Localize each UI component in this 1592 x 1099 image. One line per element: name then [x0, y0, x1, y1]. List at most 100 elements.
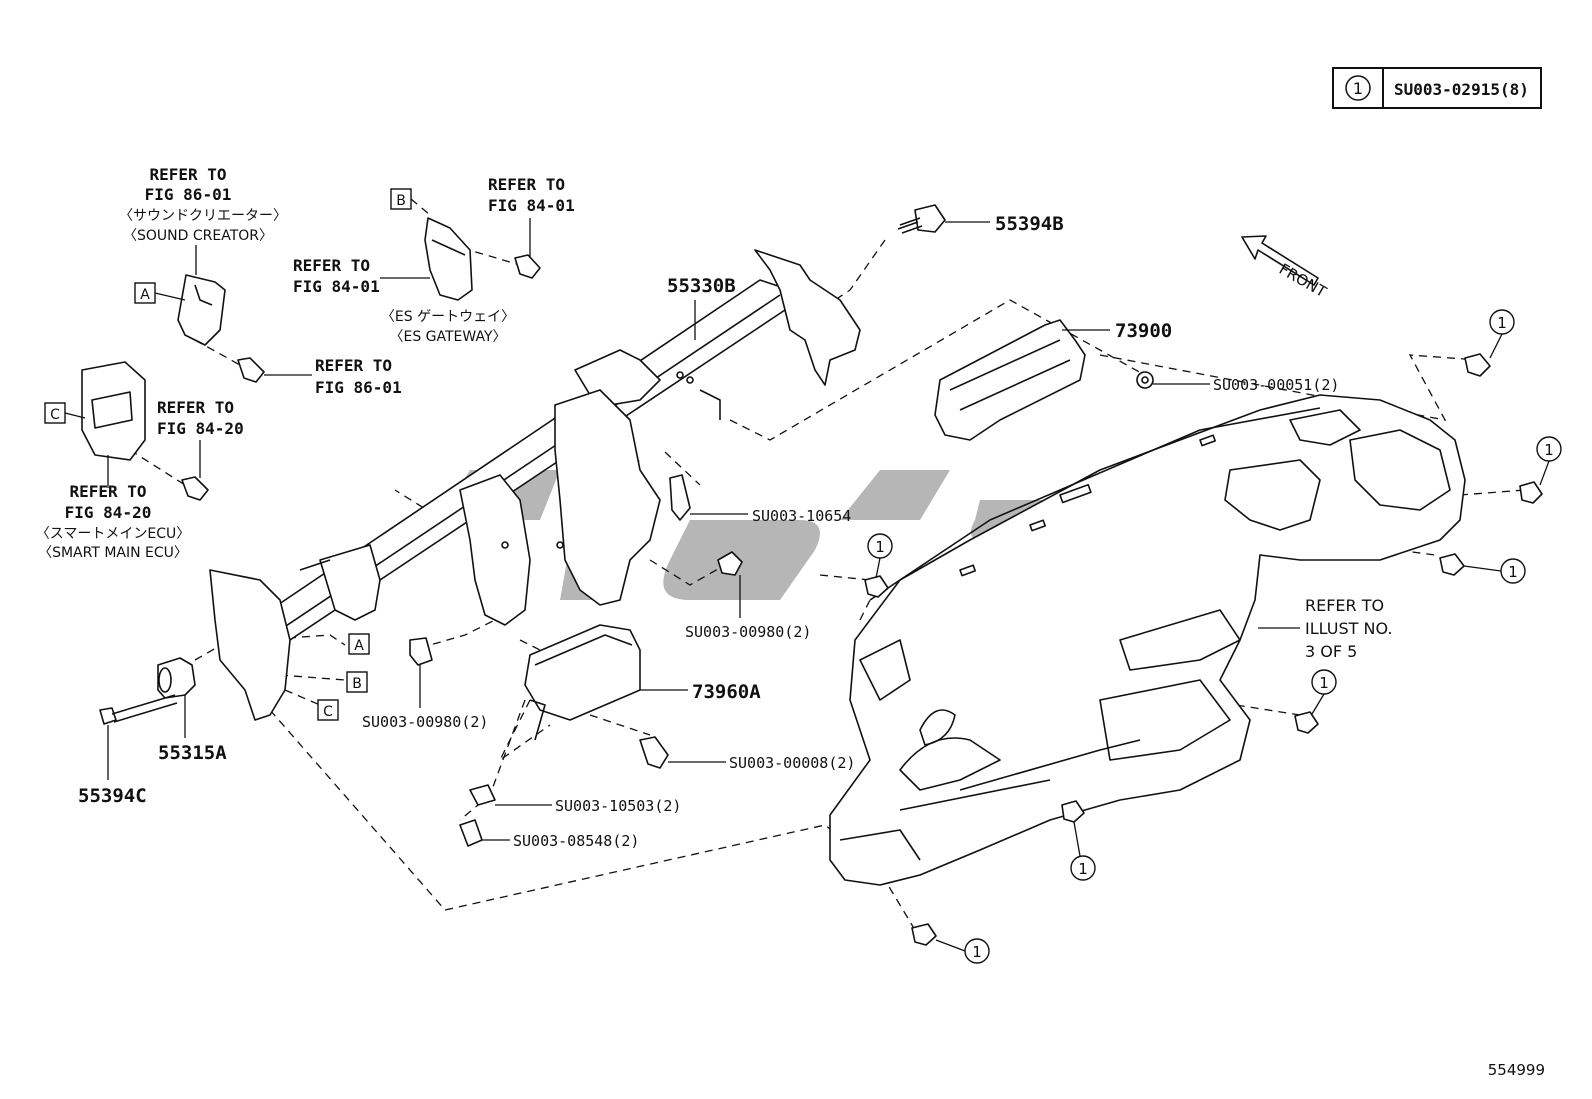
svg-text:〈ES GATEWAY〉: 〈ES GATEWAY〉 — [389, 329, 506, 345]
marker-1-right-mid: 1 — [1311, 669, 1337, 715]
sound-creator-bolt-reference: REFER TO FIG 86-01 — [264, 356, 402, 397]
nut-su00051 — [1136, 371, 1154, 389]
svg-text:FIG 84-20: FIG 84-20 — [157, 419, 244, 438]
svg-text:B: B — [396, 193, 406, 209]
smart-ecu-reference: REFER TO FIG 84-20 〈スマートメインECU〉 〈SMART M… — [36, 455, 190, 561]
svg-text:55315A: 55315A — [158, 742, 227, 764]
svg-text:REFER TO: REFER TO — [149, 165, 226, 184]
svg-text:55330B: 55330B — [667, 275, 736, 297]
svg-text:1: 1 — [875, 538, 885, 556]
svg-text:1: 1 — [972, 943, 982, 961]
bolt-55394c — [99, 694, 178, 725]
svg-text:FIG 84-01: FIG 84-01 — [488, 196, 575, 215]
callout-c-bracket: C — [317, 699, 339, 721]
svg-text:FIG 84-01: FIG 84-01 — [293, 277, 380, 296]
knee-airbag-73960a — [524, 624, 641, 741]
front-label: FRONT — [1276, 260, 1330, 302]
marker-1-left-panel: 1 — [867, 533, 893, 579]
front-arrow: FRONT — [1241, 235, 1330, 302]
svg-text:REFER TO: REFER TO — [1305, 596, 1384, 615]
bolt-su00008 — [639, 736, 669, 769]
sound-creator-reference: REFER TO FIG 86-01 〈サウンドクリエーター〉 〈SOUND C… — [119, 165, 287, 275]
svg-text:SU003-00980(2): SU003-00980(2) — [362, 713, 488, 731]
svg-text:SU003-08548(2): SU003-08548(2) — [513, 832, 639, 850]
svg-text:〈SMART MAIN ECU〉: 〈SMART MAIN ECU〉 — [38, 545, 188, 561]
svg-text:55394B: 55394B — [995, 213, 1064, 235]
clip-su10503 — [469, 784, 496, 806]
drawing-number: 554999 — [1488, 1061, 1545, 1079]
svg-text:SU003-10503(2): SU003-10503(2) — [555, 797, 681, 815]
svg-text:REFER TO: REFER TO — [488, 175, 565, 194]
svg-text:SU003-10654: SU003-10654 — [752, 507, 851, 525]
svg-text:1: 1 — [1497, 314, 1507, 332]
svg-text:B: B — [352, 676, 362, 692]
instrument-panel — [829, 394, 1466, 886]
svg-text:55394C: 55394C — [78, 785, 147, 807]
svg-text:REFER TO: REFER TO — [293, 256, 370, 275]
callout-b-top: B — [390, 188, 431, 216]
svg-text:1: 1 — [1544, 441, 1554, 459]
svg-text:SU003-00051(2): SU003-00051(2) — [1213, 376, 1339, 394]
marker-1-right-lower: 1 — [1463, 558, 1526, 584]
callout-a-bracket: A — [348, 633, 370, 655]
reinforcement-beam-55330b — [209, 249, 861, 721]
label-73900: 73900 — [1062, 320, 1172, 342]
svg-text:3 OF 5: 3 OF 5 — [1305, 642, 1357, 661]
svg-text:73960A: 73960A — [692, 681, 761, 703]
svg-text:A: A — [354, 638, 364, 654]
bolt-su10654 — [669, 474, 691, 521]
label-55394c: 55394C — [78, 725, 147, 807]
bushing-55315a — [157, 657, 196, 699]
marker-1-right-upper: 1 — [1536, 436, 1562, 486]
marker-1-bottom-mid: 1 — [1070, 821, 1096, 881]
callout-b-bracket: B — [346, 671, 368, 693]
marker-1-bottom: 1 — [935, 938, 990, 964]
sound-creator-module — [177, 274, 226, 346]
svg-text:1: 1 — [1319, 674, 1329, 692]
bolt-su00980-b — [409, 637, 433, 666]
bolt-55394b — [897, 204, 946, 234]
label-55330b: 55330B — [667, 275, 736, 340]
sound-creator-bolt — [237, 357, 265, 383]
label-su00980-a: SU003-00980(2) — [685, 575, 811, 641]
svg-text:C: C — [323, 704, 333, 720]
legend-marker-icon — [1345, 75, 1371, 101]
smart-ecu-bolt — [181, 476, 209, 501]
label-su00008: SU003-00008(2) — [668, 754, 855, 772]
svg-text:〈スマートメインECU〉: 〈スマートメインECU〉 — [36, 526, 190, 542]
label-55315a: 55315A — [158, 695, 227, 764]
legend-code: SU003-02915(8) — [1394, 80, 1529, 99]
svg-text:FIG 86-01: FIG 86-01 — [315, 378, 402, 397]
svg-text:1: 1 — [1508, 563, 1518, 581]
label-su10654: SU003-10654 — [690, 507, 851, 525]
smart-main-ecu — [81, 361, 146, 461]
es-gateway-reference: REFER TO FIG 84-01 〈ES ゲートウェイ〉 〈ES GATEW… — [293, 256, 515, 345]
label-73960a: 73960A — [640, 681, 761, 703]
svg-text:ILLUST NO.: ILLUST NO. — [1305, 619, 1392, 638]
svg-text:73900: 73900 — [1115, 320, 1172, 342]
panel-clips — [864, 353, 1543, 946]
callout-c-top: C — [44, 402, 86, 424]
label-su00051: SU003-00051(2) — [1153, 376, 1339, 394]
illust-reference: REFER TO ILLUST NO. 3 OF 5 — [1258, 596, 1392, 661]
svg-text:SU003-00980(2): SU003-00980(2) — [685, 623, 811, 641]
svg-text:〈サウンドクリエーター〉: 〈サウンドクリエーター〉 — [119, 208, 287, 224]
smart-ecu-bolt-reference: REFER TO FIG 84-20 — [157, 398, 244, 478]
label-su08548: SU003-08548(2) — [482, 832, 639, 850]
legend-marker: 1 — [1353, 79, 1363, 98]
es-gateway-bolt-reference: REFER TO FIG 84-01 — [488, 175, 575, 258]
legend-box: 1 SU003-02915(8) — [1332, 67, 1542, 109]
bolt-su00980-a — [717, 551, 743, 576]
svg-text:FIG 84-20: FIG 84-20 — [65, 503, 152, 522]
svg-text:1: 1 — [1078, 860, 1088, 878]
svg-text:SU003-00008(2): SU003-00008(2) — [729, 754, 855, 772]
callout-a-top: A — [134, 282, 186, 304]
front-arrow-icon — [1241, 235, 1319, 286]
marker-1-topright: 1 — [1489, 309, 1515, 359]
clip-su08548 — [459, 819, 483, 847]
svg-text:A: A — [140, 287, 150, 303]
svg-text:REFER TO: REFER TO — [69, 482, 146, 501]
svg-text:REFER TO: REFER TO — [315, 356, 392, 375]
es-gateway-module — [424, 217, 473, 301]
es-gateway-bolt — [514, 254, 541, 279]
